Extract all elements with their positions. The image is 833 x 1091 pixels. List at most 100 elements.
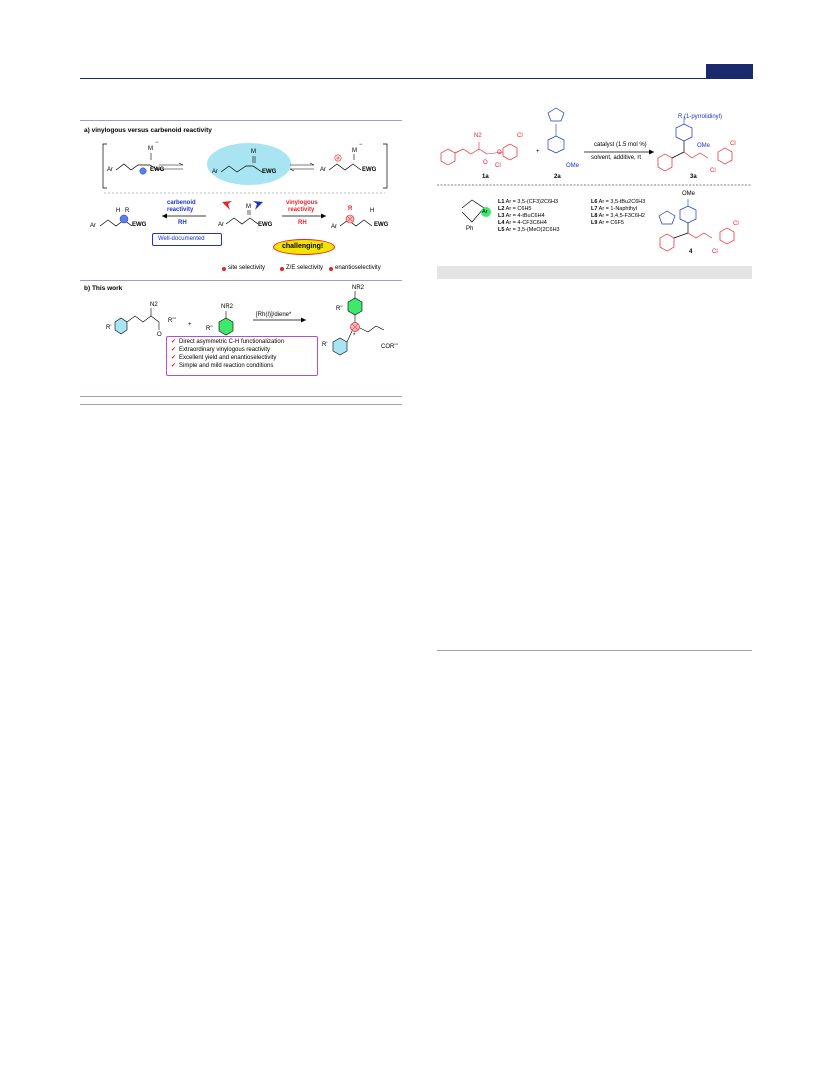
carbenoid-label-1: carbenoid bbox=[167, 200, 196, 206]
res-left-ewg: EWG bbox=[150, 167, 165, 173]
res-right-ewg: EWG bbox=[362, 167, 377, 173]
left-product-ewg: EWG bbox=[132, 222, 147, 228]
right-product-r: R bbox=[348, 206, 353, 212]
vinylogous-label-1: vinylogous bbox=[286, 200, 318, 206]
ligand-row: L8 Ar = 3,4,5-F3C6H2 bbox=[591, 213, 645, 219]
check-icon: ✔ bbox=[171, 355, 177, 361]
legend-dot-1 bbox=[222, 267, 226, 271]
res-left-ar: Ar bbox=[107, 167, 113, 173]
center-ar: Ar bbox=[218, 222, 224, 228]
scheme-top-rule bbox=[80, 120, 402, 121]
product-r1: R' bbox=[322, 342, 328, 348]
legend-enantioselectivity: enantioselectivity bbox=[335, 265, 381, 271]
ligand-row: L1 Ar = 3,5-(CF3)2C6H3 bbox=[498, 199, 559, 205]
product-star: * bbox=[353, 333, 356, 339]
left-product-r: R bbox=[125, 208, 130, 214]
highlights-box: ✔ Direct asymmetric C-H functionalizatio… bbox=[166, 336, 318, 376]
res-right-m: M bbox=[352, 148, 357, 154]
ligand-ar: Ar bbox=[482, 209, 488, 215]
product-cor: COR''' bbox=[381, 344, 398, 350]
legend-dot-3 bbox=[329, 267, 333, 271]
legend-site-selectivity: site selectivity bbox=[228, 265, 266, 271]
legend-ze-selectivity: Z/E selectivity bbox=[286, 265, 324, 271]
r1-r3: R''' bbox=[168, 318, 176, 324]
highlight-1: Direct asymmetric C-H functionalization bbox=[179, 339, 285, 345]
section-divider bbox=[80, 280, 402, 281]
table-header-band bbox=[437, 266, 752, 279]
label-4: 4 bbox=[689, 249, 693, 255]
check-icon: ✔ bbox=[171, 347, 177, 353]
plus-table: + bbox=[536, 149, 540, 155]
challenging-text: challenging! bbox=[282, 243, 324, 250]
r1-r1: R' bbox=[106, 325, 112, 331]
left-product-h: H bbox=[116, 208, 121, 214]
ligand-row: L9 Ar = C6F5 bbox=[591, 220, 624, 226]
ligand-row: L2 Ar = C6H5 bbox=[498, 206, 532, 212]
res-mid-m: M bbox=[251, 149, 256, 155]
4-cl-bottom: Cl bbox=[712, 249, 718, 255]
1a-n2: N2 bbox=[474, 133, 482, 139]
1a-o2: O bbox=[497, 150, 502, 156]
section-b-title: b) This work bbox=[84, 285, 123, 292]
center-m: M bbox=[246, 204, 251, 210]
carbenoid-label-2: reactivity bbox=[167, 207, 194, 213]
highlight-2: Extraordinary vinylogous reactivity bbox=[179, 347, 271, 353]
3a-cl-bottom: Cl bbox=[710, 168, 716, 174]
ligand-list-left: L1 Ar = 3,5-(CF3)2C6H3 L2 Ar = C6H5 L3 A… bbox=[498, 199, 593, 239]
res-right-ar: Ar bbox=[320, 167, 326, 173]
ligand-row: L3 Ar = 4-tBuC6H4 bbox=[498, 213, 545, 219]
vinylogous-reagent: RH bbox=[298, 220, 307, 226]
vinylogous-label-2: reactivity bbox=[288, 207, 315, 213]
product-r2: R'' bbox=[336, 306, 343, 312]
legend-dot-2 bbox=[280, 267, 284, 271]
res-left-minus: − bbox=[155, 140, 159, 146]
product-nr2: NR2 bbox=[352, 285, 365, 291]
conditions-text: solvent, additive, rt bbox=[591, 155, 642, 161]
scheme-bottom-rule-2 bbox=[80, 404, 402, 405]
right-product-h: H bbox=[370, 208, 375, 214]
check-icon: ✔ bbox=[171, 363, 177, 369]
scheme-bottom-rule-1 bbox=[80, 396, 402, 397]
1a-o1: O bbox=[483, 160, 488, 166]
1a-cl-top: Cl bbox=[517, 133, 523, 139]
well-documented-box: Well-documented bbox=[152, 233, 222, 246]
4-cl-top: Cl bbox=[733, 221, 739, 227]
1a-cl-bottom: Cl bbox=[495, 163, 501, 169]
ligand-row: L7 Ar = 1-Naphthyl bbox=[591, 206, 638, 212]
well-documented-text: Well-documented bbox=[158, 236, 205, 242]
header-rule bbox=[80, 78, 753, 79]
conditions: [Rh(I)]/diene* bbox=[256, 312, 292, 318]
res-left-m: M bbox=[148, 146, 153, 152]
center-ewg: EWG bbox=[258, 222, 273, 228]
highlight-4: Simple and mild reaction conditions bbox=[179, 363, 274, 369]
ligand-ph: Ph bbox=[466, 226, 474, 232]
r-pyrrolidinyl: R (1-pyrrolidinyl) bbox=[678, 114, 723, 120]
ligand-row: L4 Ar = 4-CF3C6H4 bbox=[498, 220, 547, 226]
challenging-badge: challenging! bbox=[273, 239, 335, 255]
label-2a: 2a bbox=[554, 174, 561, 180]
r2-nr2: NR2 bbox=[221, 304, 234, 310]
label-1a: 1a bbox=[482, 174, 489, 180]
plus-sign: + bbox=[188, 322, 192, 328]
right-product-ar: Ar bbox=[331, 224, 337, 230]
4-ome: OMe bbox=[682, 191, 696, 197]
ligand-list-right: L6 Ar = 3,5-tBu2C6H3 L7 Ar = 1-Naphthyl … bbox=[591, 199, 661, 232]
r2-r2: R'' bbox=[206, 326, 213, 332]
label-3a: 3a bbox=[690, 174, 697, 180]
header-page-badge bbox=[706, 64, 753, 78]
table-bottom-rule bbox=[437, 650, 752, 651]
3a-cl-top: Cl bbox=[730, 141, 736, 147]
2a-ome: OMe bbox=[566, 163, 580, 169]
res-right-minus: − bbox=[359, 142, 363, 148]
res-mid-ewg: EWG bbox=[262, 169, 277, 175]
selectivity-legend: site selectivity Z/E selectivity enantio… bbox=[222, 265, 402, 273]
ligand-row: L6 Ar = 3,5-tBu2C6H3 bbox=[591, 199, 646, 205]
highlight-3: Excellent yield and enantioselectivity bbox=[179, 355, 277, 361]
left-product-ar: Ar bbox=[90, 223, 96, 229]
r1-n2: N2 bbox=[150, 302, 158, 308]
3a-ome: OMe bbox=[697, 143, 711, 149]
